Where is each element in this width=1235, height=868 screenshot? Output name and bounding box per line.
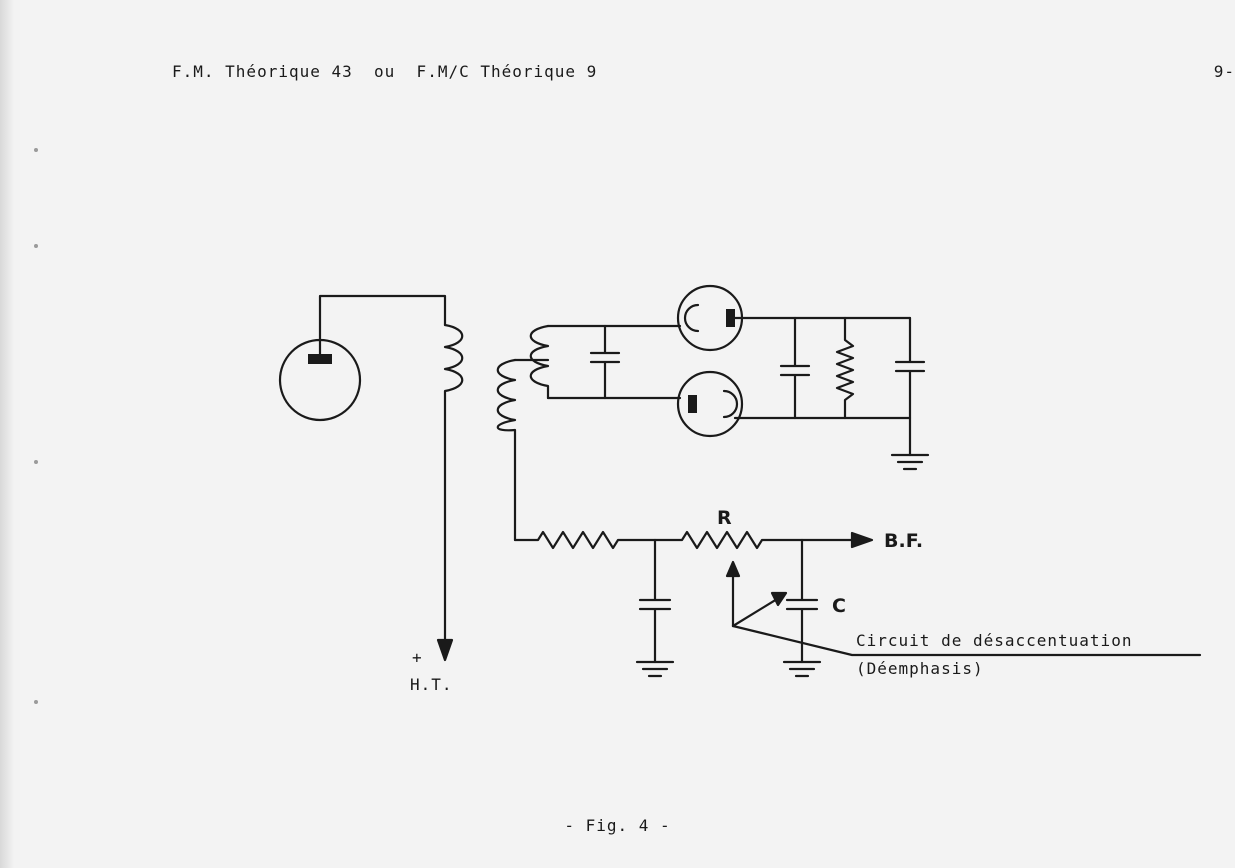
ht-label: H.T. <box>410 675 453 694</box>
page-number: 9- <box>1213 62 1235 81</box>
primary-coil <box>443 323 464 652</box>
load-capacitor-1 <box>779 316 811 420</box>
binder-hole <box>34 700 38 704</box>
tertiary-coil <box>496 358 517 542</box>
ground-symbol <box>782 660 822 678</box>
resistor-r-label: R <box>717 507 732 529</box>
deemphasis-capacitor-c <box>785 538 819 664</box>
output-bottom-wire <box>733 416 912 457</box>
ground-symbol <box>635 660 675 678</box>
diode-upper <box>676 284 744 352</box>
figure-caption: - Fig. 4 - <box>564 816 671 835</box>
plate-wire <box>318 294 447 356</box>
capacitor-c-label: C <box>832 595 846 617</box>
filter-capacitor <box>638 538 672 664</box>
page-edge-shadow <box>0 0 14 868</box>
annotation-text: Circuit de désaccentuation <box>856 631 1132 650</box>
annotation-subtext: (Déemphasis) <box>856 659 984 678</box>
annotation-leader <box>731 624 1202 657</box>
load-capacitor-2 <box>894 316 926 420</box>
secondary-coil <box>529 324 550 400</box>
load-resistor <box>835 316 855 420</box>
bf-arrow <box>850 531 874 549</box>
resistor-wiper-arrow <box>725 560 741 578</box>
binder-hole <box>34 244 38 248</box>
binder-hole <box>34 460 38 464</box>
bf-label: B.F. <box>884 530 923 552</box>
capacitor-variable-arrow <box>770 591 788 607</box>
diode-lower <box>676 370 744 438</box>
capacitor-variable-line <box>731 594 784 628</box>
ht-plus-sign: + <box>412 648 423 667</box>
binder-hole <box>34 148 38 152</box>
tuning-capacitor <box>589 324 621 400</box>
page-header-title: F.M. Théorique 43 ou F.M/C Théorique 9 <box>172 62 598 81</box>
ground-symbol <box>890 453 930 471</box>
ht-arrow <box>436 638 454 662</box>
filter-resistors-line <box>513 530 860 550</box>
